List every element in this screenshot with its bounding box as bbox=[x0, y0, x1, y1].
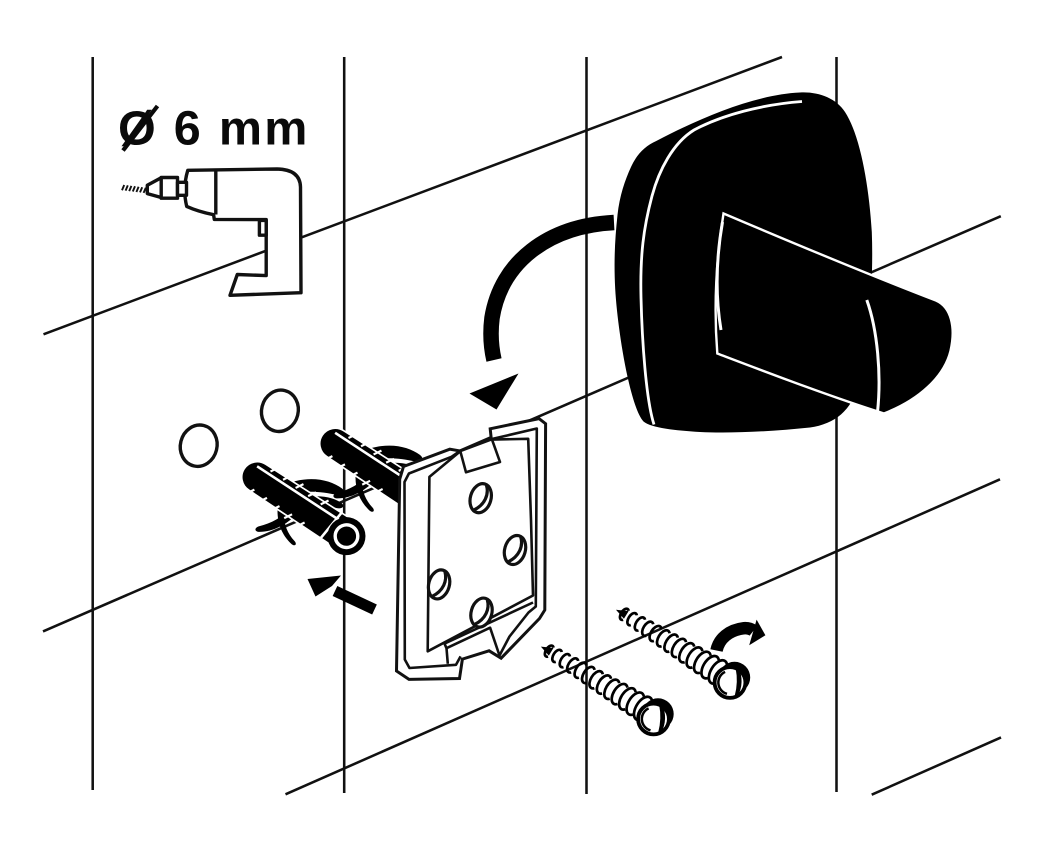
svg-text:Ø 6 mm: Ø 6 mm bbox=[118, 102, 310, 156]
